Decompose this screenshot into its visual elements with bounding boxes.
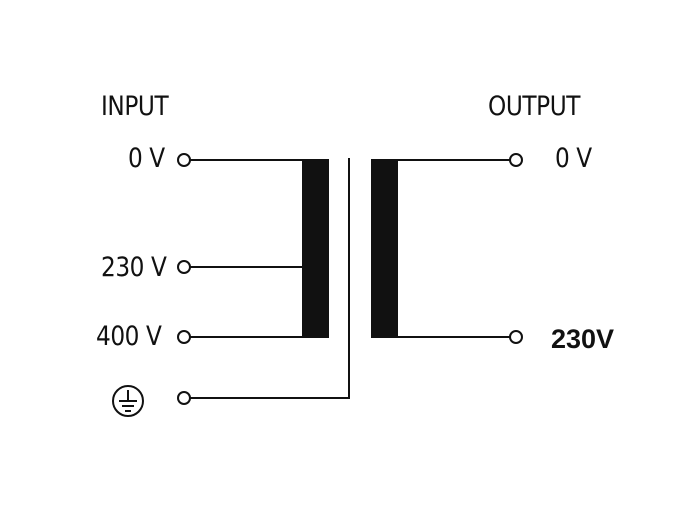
input-terminal-400v-label: 400 V xyxy=(96,321,162,352)
output-terminal-230v xyxy=(509,330,523,344)
secondary-winding xyxy=(371,159,398,338)
output-terminal-230v-label: 230V xyxy=(551,324,615,354)
input-terminal-400v xyxy=(177,330,191,344)
input-terminal-0v-label: 0 V xyxy=(128,143,165,174)
input-terminal-230v xyxy=(177,260,191,274)
output-terminal-0v xyxy=(509,153,523,167)
input-terminal-230v-label: 230 V xyxy=(101,252,167,283)
output-heading: OUTPUT xyxy=(488,91,581,122)
protective-earth-icon xyxy=(112,385,144,417)
input-terminal-0v xyxy=(177,153,191,167)
input-heading: INPUT xyxy=(101,91,169,122)
output-terminal-0v-label: 0 V xyxy=(555,143,592,174)
input-terminal-earth xyxy=(177,391,191,405)
primary-winding xyxy=(302,159,329,338)
